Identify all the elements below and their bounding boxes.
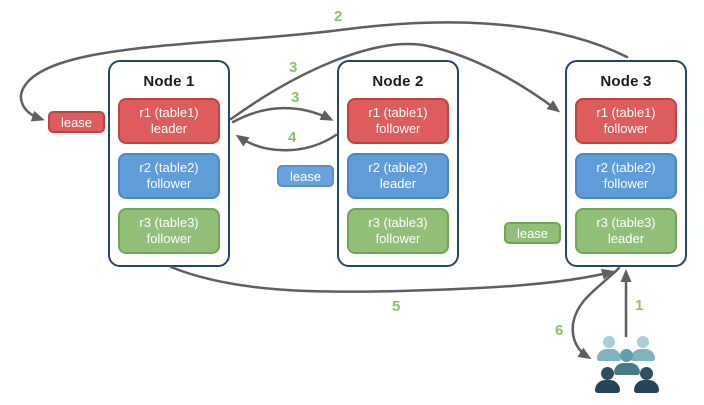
range-name: r2 (table2)	[368, 160, 428, 175]
range-role: follower	[603, 121, 649, 136]
range-name: r3 (table3)	[368, 215, 428, 230]
node-2-panel: Node 2 r1 (table1) follower r2 (table2) …	[337, 60, 459, 267]
step-label-4: 4	[288, 129, 297, 146]
step-label-3-lower: 3	[291, 89, 300, 106]
node-1-range-r2: r2 (table2) follower	[118, 153, 220, 199]
node-1-range-r3: r3 (table3) follower	[118, 208, 220, 254]
range-role: leader	[379, 176, 417, 191]
node-2-range-r2: r2 (table2) leader	[347, 153, 449, 199]
lease-badge-range2: lease	[277, 165, 334, 187]
lease-badge-range1: lease	[48, 111, 105, 133]
step-label-3-upper: 3	[289, 59, 298, 76]
range-name: r1 (table1)	[596, 105, 656, 120]
range-name: r3 (table3)	[139, 215, 199, 230]
range-name: r3 (table3)	[596, 215, 656, 230]
range-role: leader	[607, 231, 645, 246]
range-name: r2 (table2)	[596, 160, 656, 175]
range-name: r2 (table2)	[139, 160, 199, 175]
arrow-step-5-node1-to-node3	[169, 265, 615, 294]
range-role: follower	[375, 231, 421, 246]
node-1-panel: Node 1 r1 (table1) leader r2 (table2) fo…	[108, 60, 230, 267]
node-1-title: Node 1	[143, 73, 195, 90]
range-name: r1 (table1)	[368, 105, 428, 120]
users-group-icon	[588, 330, 666, 396]
lease-badge-range3: lease	[504, 222, 561, 244]
step-label-6: 6	[555, 322, 564, 339]
step-label-5: 5	[392, 298, 401, 315]
node-3-range-r2: r2 (table2) follower	[575, 153, 677, 199]
node-1-range-r1: r1 (table1) leader	[118, 98, 220, 144]
arrow-step-3-node1-to-node2	[231, 106, 334, 124]
step-label-1: 1	[635, 297, 644, 314]
node-2-title: Node 2	[372, 73, 424, 90]
range-role: follower	[146, 176, 192, 191]
node-2-range-r3: r3 (table3) follower	[347, 208, 449, 254]
range-role: follower	[603, 176, 649, 191]
range-role: follower	[375, 121, 421, 136]
range-role: leader	[150, 121, 188, 136]
node-3-range-r3: r3 (table3) leader	[575, 208, 677, 254]
node-3-title: Node 3	[600, 73, 652, 90]
node-2-range-r1: r1 (table1) follower	[347, 98, 449, 144]
node-3-panel: Node 3 r1 (table1) follower r2 (table2) …	[565, 60, 687, 267]
range-name: r1 (table1)	[139, 105, 199, 120]
range-role: follower	[146, 231, 192, 246]
step-label-2: 2	[334, 8, 343, 25]
node-3-range-r1: r1 (table1) follower	[575, 98, 677, 144]
